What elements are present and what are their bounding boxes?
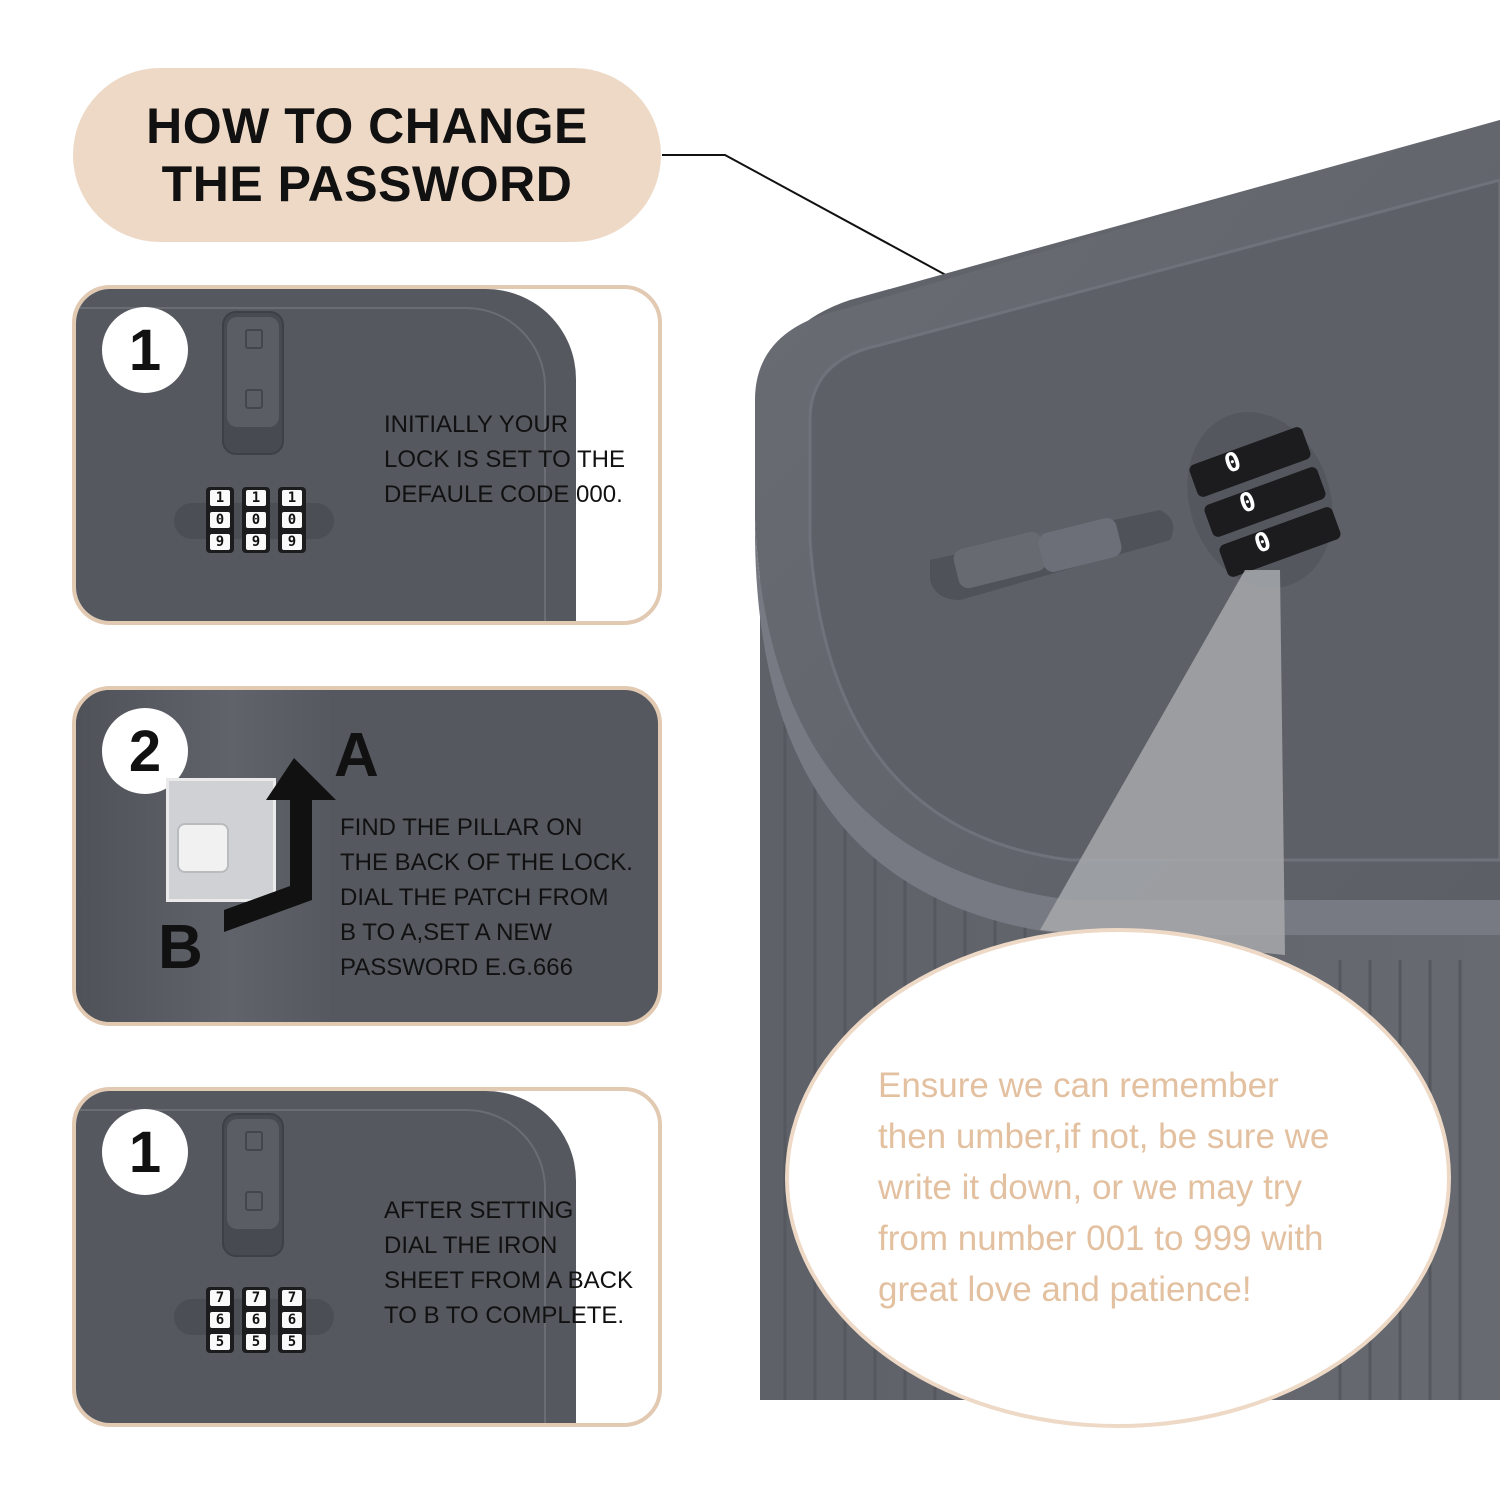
product-dials <box>1189 427 1341 577</box>
label-a: A <box>334 721 379 790</box>
slide-switch <box>222 1113 284 1257</box>
step-card-2: 2 A B FIND THE PILLAR ON THE BACK OF THE… <box>72 686 662 1026</box>
step-instruction: INITIALLY YOUR LOCK IS SET TO THE DEFAUL… <box>384 411 625 508</box>
page-title: HOW TO CHANGE THE PASSWORD <box>146 98 588 212</box>
step-number-badge: 1 <box>102 1109 188 1195</box>
slide-switch <box>222 311 284 455</box>
arrow-b-to-a-icon <box>224 758 336 932</box>
step-number-badge: 1 <box>102 307 188 393</box>
tip-bubble <box>785 928 1451 1428</box>
label-b: B <box>158 913 203 982</box>
step-instruction: FIND THE PILLAR ON THE BACK OF THE LOCK.… <box>340 814 633 981</box>
pillar-closeup <box>166 778 276 902</box>
title-pill: HOW TO CHANGE THE PASSWORD <box>73 68 661 242</box>
step-instruction: AFTER SETTING DIAL THE IRON SHEET FROM A… <box>384 1197 633 1329</box>
tip-text: Ensure we can remember then umber,if not… <box>878 1066 1330 1309</box>
